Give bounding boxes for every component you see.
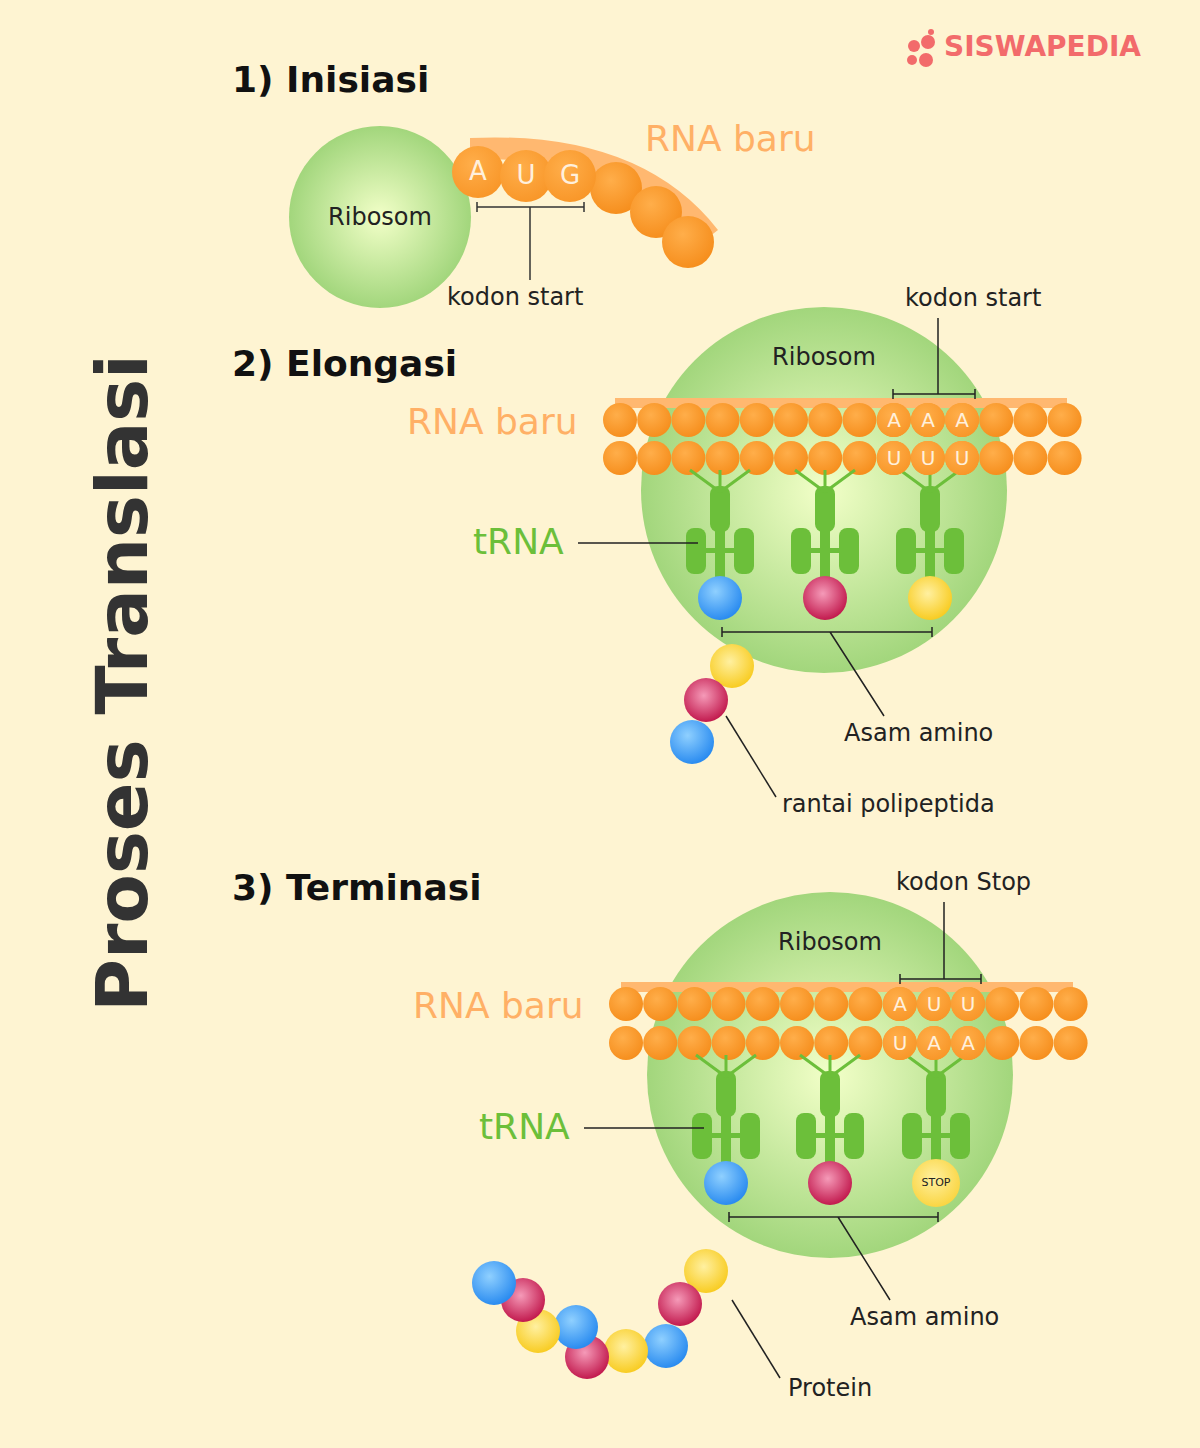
base-letter: A bbox=[893, 992, 907, 1016]
base-letter: A bbox=[927, 1031, 941, 1055]
callout-label: Asam amino bbox=[850, 1303, 999, 1332]
callout-label: rantai polipeptida bbox=[782, 790, 995, 819]
title-holder: Proses Translasi bbox=[79, 354, 165, 1012]
nucleotide: U bbox=[911, 441, 945, 475]
ribosome-label: Ribosom bbox=[778, 928, 882, 957]
logo-icon bbox=[907, 29, 935, 67]
watermark: SISWAPEDIA bbox=[944, 30, 1141, 64]
nucleotide: U bbox=[877, 441, 911, 475]
base-letter: U bbox=[961, 992, 976, 1016]
nucleotide: G bbox=[544, 150, 596, 202]
base-letter: U bbox=[955, 446, 970, 470]
title: Proses Translasi bbox=[80, 354, 164, 1012]
nucleotide: A bbox=[945, 403, 979, 437]
callout-label: kodon start bbox=[905, 284, 1041, 313]
base-letter: U bbox=[921, 446, 936, 470]
rna-label: RNA baru bbox=[407, 400, 578, 443]
ribosome: Ribosom bbox=[289, 126, 471, 308]
nucleotides bbox=[590, 162, 714, 268]
trna-label: tRNA bbox=[479, 1105, 570, 1148]
callout-label: Asam amino bbox=[844, 719, 993, 748]
base-letter: A bbox=[469, 156, 487, 187]
amino-acid bbox=[670, 720, 714, 764]
base-letter: U bbox=[887, 446, 902, 470]
section-heading: 3) Terminasi bbox=[232, 866, 482, 909]
nucleotide: A bbox=[951, 1026, 985, 1060]
base-letter: U bbox=[893, 1031, 908, 1055]
base-letter: A bbox=[961, 1031, 975, 1055]
nucleotide: U bbox=[945, 441, 979, 475]
section-heading: 1) Inisiasi bbox=[232, 58, 429, 101]
ribosome: RibosomAAAUUU bbox=[641, 307, 1007, 673]
leader-lines bbox=[578, 318, 981, 1378]
elongation-illustration bbox=[603, 398, 1088, 1205]
base-letter: A bbox=[955, 408, 969, 432]
ribosome-label: Ribosom bbox=[328, 203, 432, 232]
nucleotide: U bbox=[917, 987, 951, 1021]
nucleotide: A bbox=[917, 1026, 951, 1060]
nucleotide: A bbox=[877, 403, 911, 437]
ribosome: RibosomAUUUAASTOP bbox=[647, 892, 1013, 1258]
base-letter: U bbox=[927, 992, 942, 1016]
nucleotide: A bbox=[883, 987, 917, 1021]
nucleotide: A bbox=[911, 403, 945, 437]
rna-label: RNA baru bbox=[645, 117, 816, 160]
base-letter: U bbox=[516, 160, 535, 191]
rna-label: RNA baru bbox=[413, 984, 584, 1027]
codon-bracket bbox=[477, 202, 584, 280]
base-letter: A bbox=[887, 408, 901, 432]
stop-label: STOP bbox=[922, 1176, 951, 1189]
callout-label: Protein bbox=[788, 1374, 872, 1403]
callout-label: kodon Stop bbox=[896, 868, 1031, 897]
ribosome-label: Ribosom bbox=[772, 343, 876, 372]
section-heading: 2) Elongasi bbox=[232, 342, 457, 385]
callout-label: kodon start bbox=[447, 283, 583, 312]
trna-label: tRNA bbox=[473, 520, 564, 563]
protein-chain bbox=[472, 1249, 728, 1379]
stop-amino-acid: STOP bbox=[912, 1159, 960, 1207]
base-letter: G bbox=[560, 160, 580, 191]
nucleotide: U bbox=[951, 987, 985, 1021]
nucleotide: U bbox=[883, 1026, 917, 1060]
nucleotide: A bbox=[452, 146, 504, 198]
amino-acid bbox=[684, 678, 728, 722]
base-letter: A bbox=[921, 408, 935, 432]
